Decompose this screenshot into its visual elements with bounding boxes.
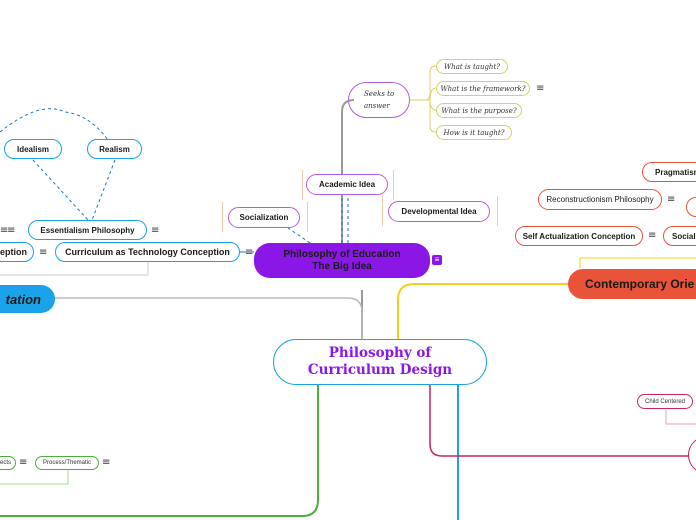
pragmatism-node[interactable]: Pragmatism (642, 162, 696, 182)
philosophy-of-education-node[interactable]: Philosophy of Education The Big Idea (254, 243, 430, 278)
menu-icon[interactable]: ≡ (151, 225, 160, 236)
socialization-node[interactable]: Socialization (228, 207, 300, 228)
education-title-line2: The Big Idea (312, 260, 372, 272)
menu-icon[interactable]: ≡ (102, 457, 111, 468)
question-how-taught[interactable]: How is it taught? (436, 125, 512, 140)
developmental-idea-node[interactable]: Developmental Idea (388, 201, 490, 222)
realism-node[interactable]: Realism (87, 139, 142, 159)
seeks-to-answer-node[interactable]: Seeks to answer (348, 82, 410, 118)
menu-icon[interactable]: ≡ (7, 225, 16, 236)
menu-icon[interactable]: ≡ (536, 83, 545, 94)
academic-idea-node[interactable]: Academic Idea (306, 174, 388, 195)
developmental-bracket (382, 196, 498, 226)
education-title-line1: Philosophy of Education (283, 248, 401, 260)
subjects-node-partial[interactable]: ects (0, 456, 16, 470)
question-framework[interactable]: What is the framework? (436, 81, 530, 96)
tech-conception-node[interactable]: Curriculum as Technology Conception (55, 242, 240, 262)
contemporary-node[interactable]: Contemporary Orie (568, 269, 696, 299)
social-node-partial[interactable]: Social (663, 226, 696, 246)
central-topic-label: Philosophy of Curriculum Design (307, 345, 453, 378)
self-actualization-node[interactable]: Self Actualization Conception (515, 226, 643, 246)
menu-icon[interactable]: ≡ (667, 194, 676, 205)
essentialism-node[interactable]: Essentialism Philosophy (28, 220, 147, 240)
left-blue-branch-node[interactable]: tation (0, 285, 55, 313)
academic-bracket (302, 170, 394, 200)
central-topic[interactable]: Philosophy of Curriculum Design (273, 339, 487, 385)
socialization-bracket (222, 202, 308, 232)
conception-node-partial[interactable]: eption (0, 242, 34, 262)
menu-icon[interactable]: ≡ (648, 230, 657, 241)
idealism-node[interactable]: Idealism (4, 139, 62, 159)
question-purpose[interactable]: What is the purpose? (436, 103, 522, 118)
notes-icon[interactable]: ≡ (432, 255, 442, 265)
question-what-taught[interactable]: What is taught? (436, 59, 508, 74)
process-thematic-node[interactable]: Process/Thematic (35, 456, 99, 470)
menu-icon[interactable]: ≡ (19, 457, 28, 468)
menu-icon[interactable]: ≡ (245, 247, 254, 258)
menu-icon[interactable]: ≡ (39, 247, 48, 258)
seeks-label-line1: Seeks to (364, 90, 395, 98)
reconstructionism-node[interactable]: Reconstructionism Philosophy (538, 189, 662, 210)
menu-icon[interactable]: ≡ (0, 225, 9, 236)
seeks-label-line2: answer (364, 102, 390, 110)
child-centered-node[interactable]: Child Centered (637, 394, 693, 409)
